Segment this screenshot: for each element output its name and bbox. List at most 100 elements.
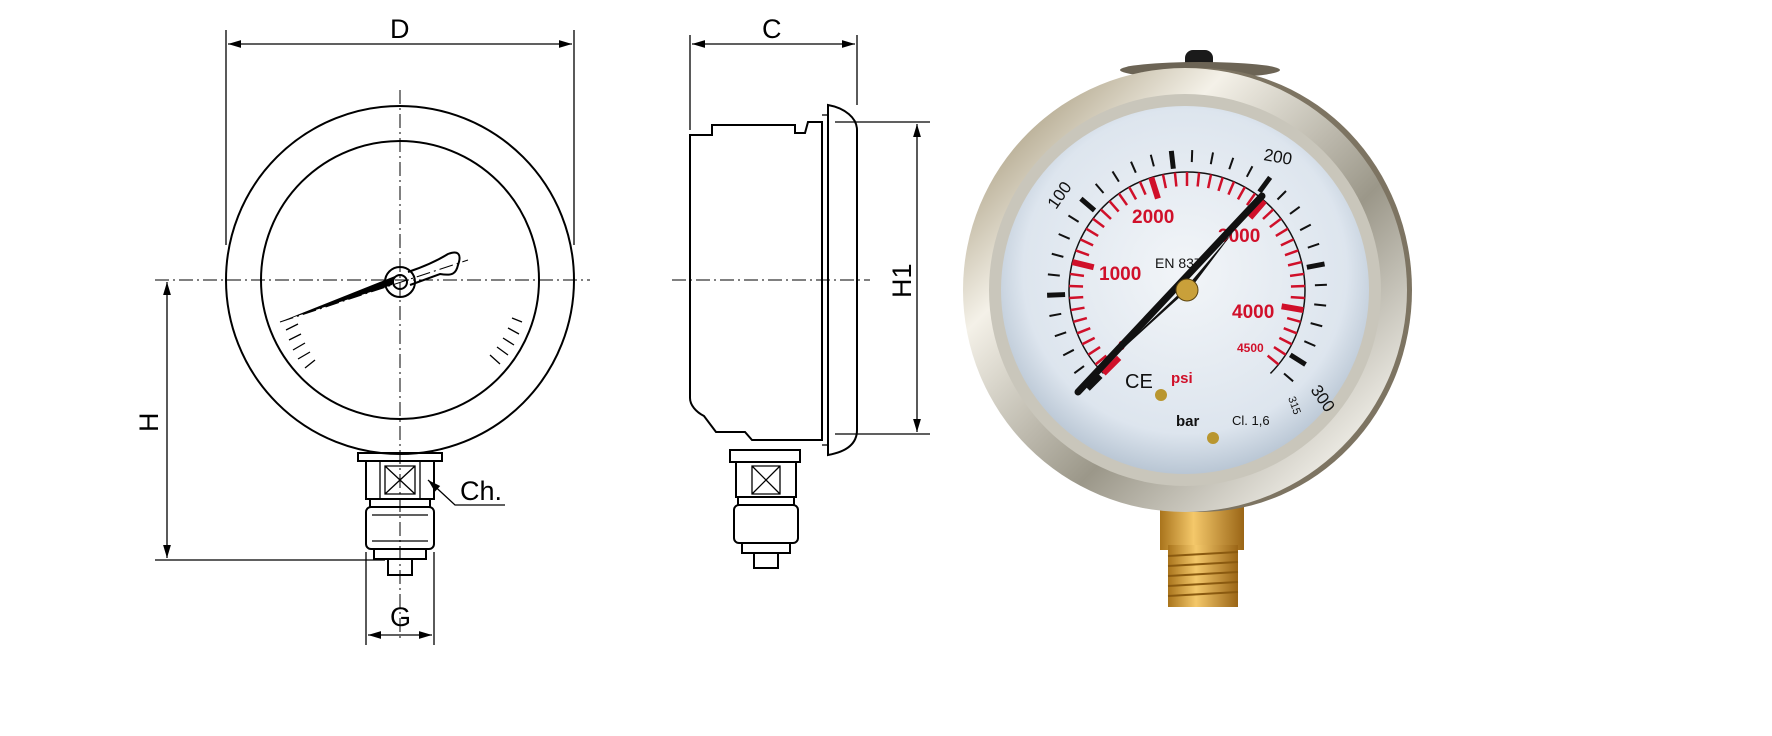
psi-tick [1290,295,1305,300]
bar-tick [1303,340,1316,347]
bar-tick [1168,150,1176,170]
bar-tick [1149,154,1155,167]
scale-ticks-left [285,323,316,369]
psi-tick [1275,227,1289,238]
bar-tick [1111,170,1120,183]
psi-tick [1073,316,1088,324]
needle-hub [384,266,416,298]
bar-tick [1310,322,1323,328]
psi-tick [1289,272,1305,278]
psi-tick [1273,345,1287,356]
bar-tick [1079,196,1097,213]
side-view: C H1 [672,14,930,569]
psi-tick [1227,181,1236,196]
bar-tick [1228,157,1235,170]
psi-tick [1206,174,1213,189]
bar-label-315: 315 [1285,395,1303,416]
bar-tick [1283,372,1294,383]
bar-tick [1049,312,1062,318]
bar-tick [1058,233,1071,240]
psi-tick [1081,336,1096,346]
bar-tick [1276,190,1287,201]
psi-tick [1247,199,1267,220]
bar-tick [1047,273,1060,277]
needle-pivot [1175,278,1199,302]
bar-tick [1062,348,1075,357]
bar-tick [1314,303,1327,307]
bar-label-200: 200 [1262,145,1293,169]
standard-label: EN 837 [1155,255,1202,271]
psi-tick [1283,326,1298,335]
scale-ticks [1047,150,1327,391]
psi-tick [1099,208,1112,220]
label-diameter: D [390,14,410,44]
psi-tick [1070,306,1085,312]
bar-tick [1289,206,1301,215]
psi-tick [1286,316,1301,324]
bar-tick [1047,292,1066,298]
psi-tick [1217,177,1224,192]
psi-label-1000: 1000 [1099,264,1141,285]
bar-tick [1067,214,1080,223]
psi-tick [1085,227,1099,238]
psi-tick [1269,217,1282,229]
needle-tail [407,251,461,286]
bar-tick [1073,365,1085,374]
needle-hub-inner [392,274,408,290]
psi-tick [1101,355,1122,376]
psi-tick [1284,249,1299,257]
bar-tick [1209,152,1215,165]
label-wrench-size: Ch. [460,476,502,506]
unit-psi: psi [1171,370,1193,387]
psi-tick [1079,238,1094,247]
bar-tick [1051,252,1064,258]
front-view: Ch. D H G [134,14,590,645]
ce-mark: CE [1125,371,1153,393]
psi-tick [1262,208,1275,220]
psi-tick [1161,174,1168,189]
psi-label-4500: 4500 [1237,341,1264,355]
bezel-side [827,103,858,457]
psi-tick [1117,192,1129,206]
needle [282,276,395,321]
psi-tick [1287,260,1302,267]
psi-tick [1128,186,1138,200]
psi-tick [1076,326,1091,335]
psi-tick [1071,259,1095,271]
psi-tick [1108,200,1120,213]
bar-tick [1054,331,1067,338]
bar-tick [1130,161,1137,174]
psi-tick [1069,272,1085,278]
psi-tick [1075,249,1090,257]
nipple [387,558,413,576]
bar-tick [1306,261,1326,270]
psi-tick [1173,172,1178,187]
psi-label-2000: 2000 [1132,207,1174,228]
psi-tick [1266,354,1280,366]
bar-tick [1257,175,1273,194]
psi-tick [1094,354,1108,366]
psi-tick [1138,181,1147,196]
label-bezel-height: H1 [887,263,917,298]
unit-bar: bar [1176,413,1200,430]
psi-label-4000: 4000 [1232,302,1274,323]
bar-tick [1245,165,1254,178]
psi-tick [1236,186,1246,200]
bar-tick [1094,183,1105,194]
bar-tick [1086,374,1103,391]
case-side [689,121,823,441]
dial-outline [260,140,540,420]
gauge-photo: 100 200 300 315 0 1000 2000 3000 4000 45… [963,50,1412,607]
psi-tick [1148,176,1161,200]
psi-tick [1281,303,1304,314]
bar-tick [1299,223,1312,232]
wrench-flats [384,465,416,495]
label-depth: C [762,14,782,44]
psi-tick [1278,336,1293,346]
label-height: H [134,413,164,433]
bar-tick [1288,352,1307,367]
label-thread: G [390,602,411,632]
accuracy-class: Cl. 1,6 [1232,413,1270,428]
bar-tick [1307,242,1320,249]
